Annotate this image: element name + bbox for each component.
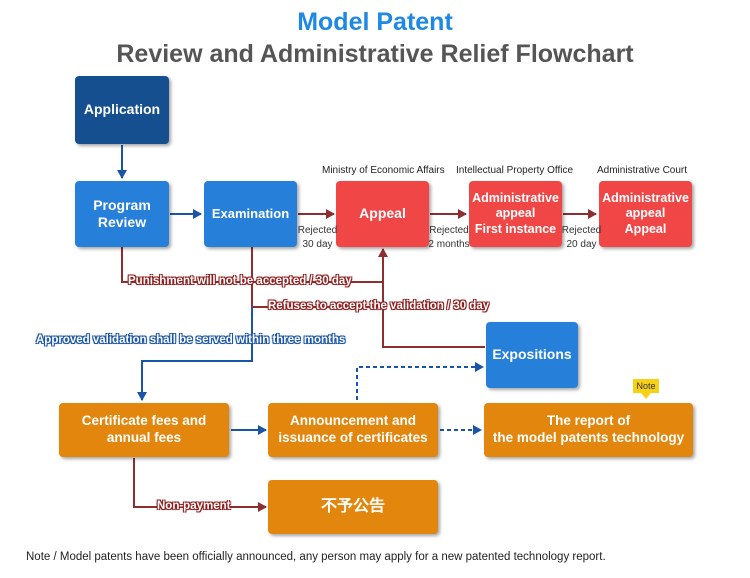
path-punishment [121,247,383,283]
admin-appeal-first-instance-box: Administrative appeal First instance [469,181,562,247]
diagram-subtitle: Review and Administrative Relief Flowcha… [116,40,634,68]
rejected-label-2: Rejected 2 months [428,225,470,250]
announcement-box: Announcement and issuance of certificate… [268,403,438,457]
examination-box: Examination [204,181,297,247]
punishment-label: Punishment will not be accepted / 30 day [128,275,352,287]
non-payment-label: Non-payment [157,500,231,512]
path-approved-validation [137,307,253,401]
expositions-box: Expositions [486,322,578,388]
application-box: Application [75,76,169,144]
path-non-payment [133,458,267,512]
admin-appeal-appeal-box: Administrative appeal Appeal [599,181,692,247]
path-expositions-to-appeal [378,248,485,348]
no-announcement-box: 不予公告 [268,480,438,534]
arrow-announcement-to-expositions [356,362,484,400]
rejected-label-1: Rejected 30 day [297,225,338,250]
approved-label: Approved validation shall be served with… [36,334,346,346]
technology-report-box: The report of the model patents technolo… [484,403,693,457]
appeal-box: Appeal [336,181,429,247]
header-court: Administrative Court [597,165,688,176]
program-review-box: Program Review [75,181,169,247]
refuses-label: Refuses to accept the validation / 30 da… [268,300,490,312]
certificate-fees-box: Certificate fees and annual fees [59,403,229,457]
footnote: Note / Model patents have been officiall… [26,551,606,563]
note-badge: Note [633,379,659,399]
header-ipo: Intellectual Property Office [456,165,574,176]
rejected-label-3: Rejected 20 day [561,225,602,250]
diagram-title: Model Patent [297,8,453,36]
header-ministry: Ministry of Economic Affairs [322,165,445,176]
